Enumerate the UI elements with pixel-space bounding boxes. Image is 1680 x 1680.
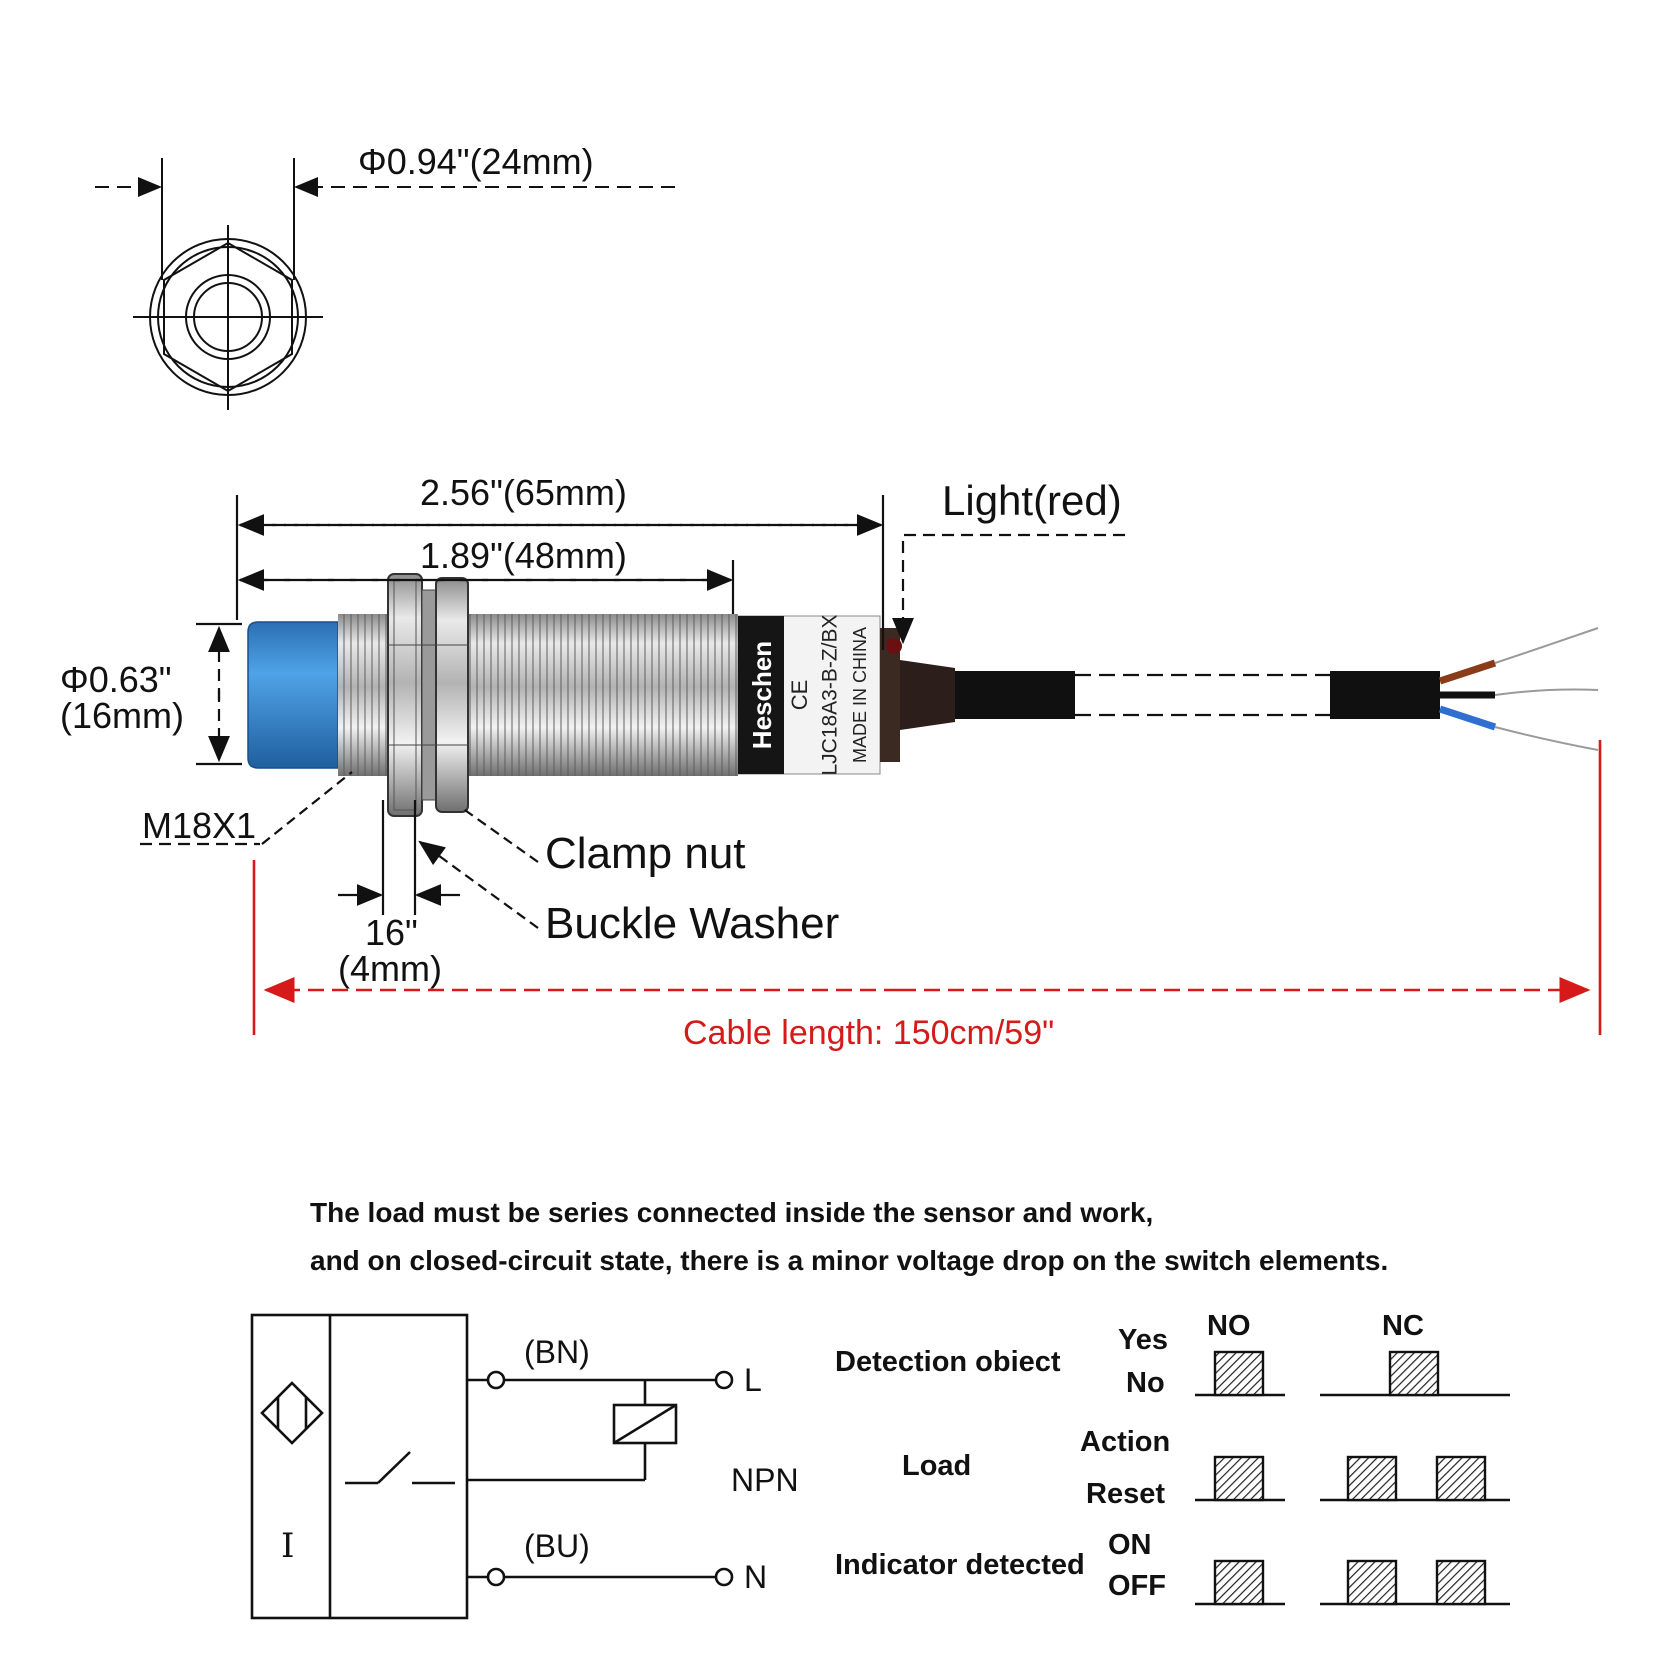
head-diameter-label: Φ0.63" — [60, 659, 172, 700]
npn-label: NPN — [731, 1462, 799, 1498]
ce-marking: CE — [787, 679, 812, 711]
bn-wire-label: (BN) — [524, 1334, 590, 1370]
thread-spec-label: M18X1 — [142, 805, 257, 846]
nut-thickness-label: 16" — [365, 912, 418, 953]
brand-marking: Heschen — [747, 640, 777, 750]
origin-marking: MADE IN CHINA — [850, 626, 870, 764]
nut-thickness-mm-label: (4mm) — [338, 948, 442, 989]
model-marking: LJC18A3-B-Z/BX — [818, 614, 842, 776]
row-high-indicator: ON — [1108, 1529, 1152, 1561]
row-high-load: Action — [1080, 1426, 1171, 1458]
thread-length-label: 1.89"(48mm) — [420, 535, 627, 576]
no-header: NO — [1207, 1310, 1251, 1342]
note-line-2: and on closed-circuit state, there is a … — [310, 1245, 1389, 1276]
timing-table-drawing — [1195, 1350, 1510, 1606]
row-low-load: Reset — [1086, 1478, 1165, 1510]
top-view-drawing — [95, 158, 675, 410]
cable-length-dimension — [252, 740, 1602, 1035]
clamp-nut-label: Clamp nut — [545, 829, 746, 878]
row-low-indicator: OFF — [1108, 1570, 1166, 1602]
row-low-detection: No — [1126, 1367, 1165, 1399]
head-diameter-mm-label: (16mm) — [60, 695, 184, 736]
current-symbol: I — [281, 1526, 295, 1566]
row-name-load: Load — [902, 1450, 972, 1482]
dimension-lines — [140, 495, 1330, 929]
buckle-washer-label: Buckle Washer — [545, 899, 840, 948]
top-view-diameter-label: Φ0.94"(24mm) — [358, 141, 594, 182]
cable-length-label: Cable length: 150cm/59" — [683, 1014, 1055, 1052]
note-line-1: The load must be series connected inside… — [310, 1197, 1154, 1228]
bu-wire-label: (BU) — [524, 1528, 590, 1564]
circuit-diagram — [250, 1313, 734, 1620]
light-label: Light(red) — [942, 477, 1122, 524]
l-terminal-label: L — [744, 1362, 762, 1398]
row-name-detection: Detection obiect — [835, 1346, 1061, 1378]
n-terminal-label: N — [744, 1559, 768, 1595]
row-high-detection: Yes — [1118, 1324, 1168, 1356]
sensor-body — [247, 573, 1599, 817]
total-length-label: 2.56"(65mm) — [420, 472, 627, 513]
nc-header: NC — [1382, 1310, 1424, 1342]
row-name-indicator: Indicator detected — [835, 1549, 1085, 1581]
